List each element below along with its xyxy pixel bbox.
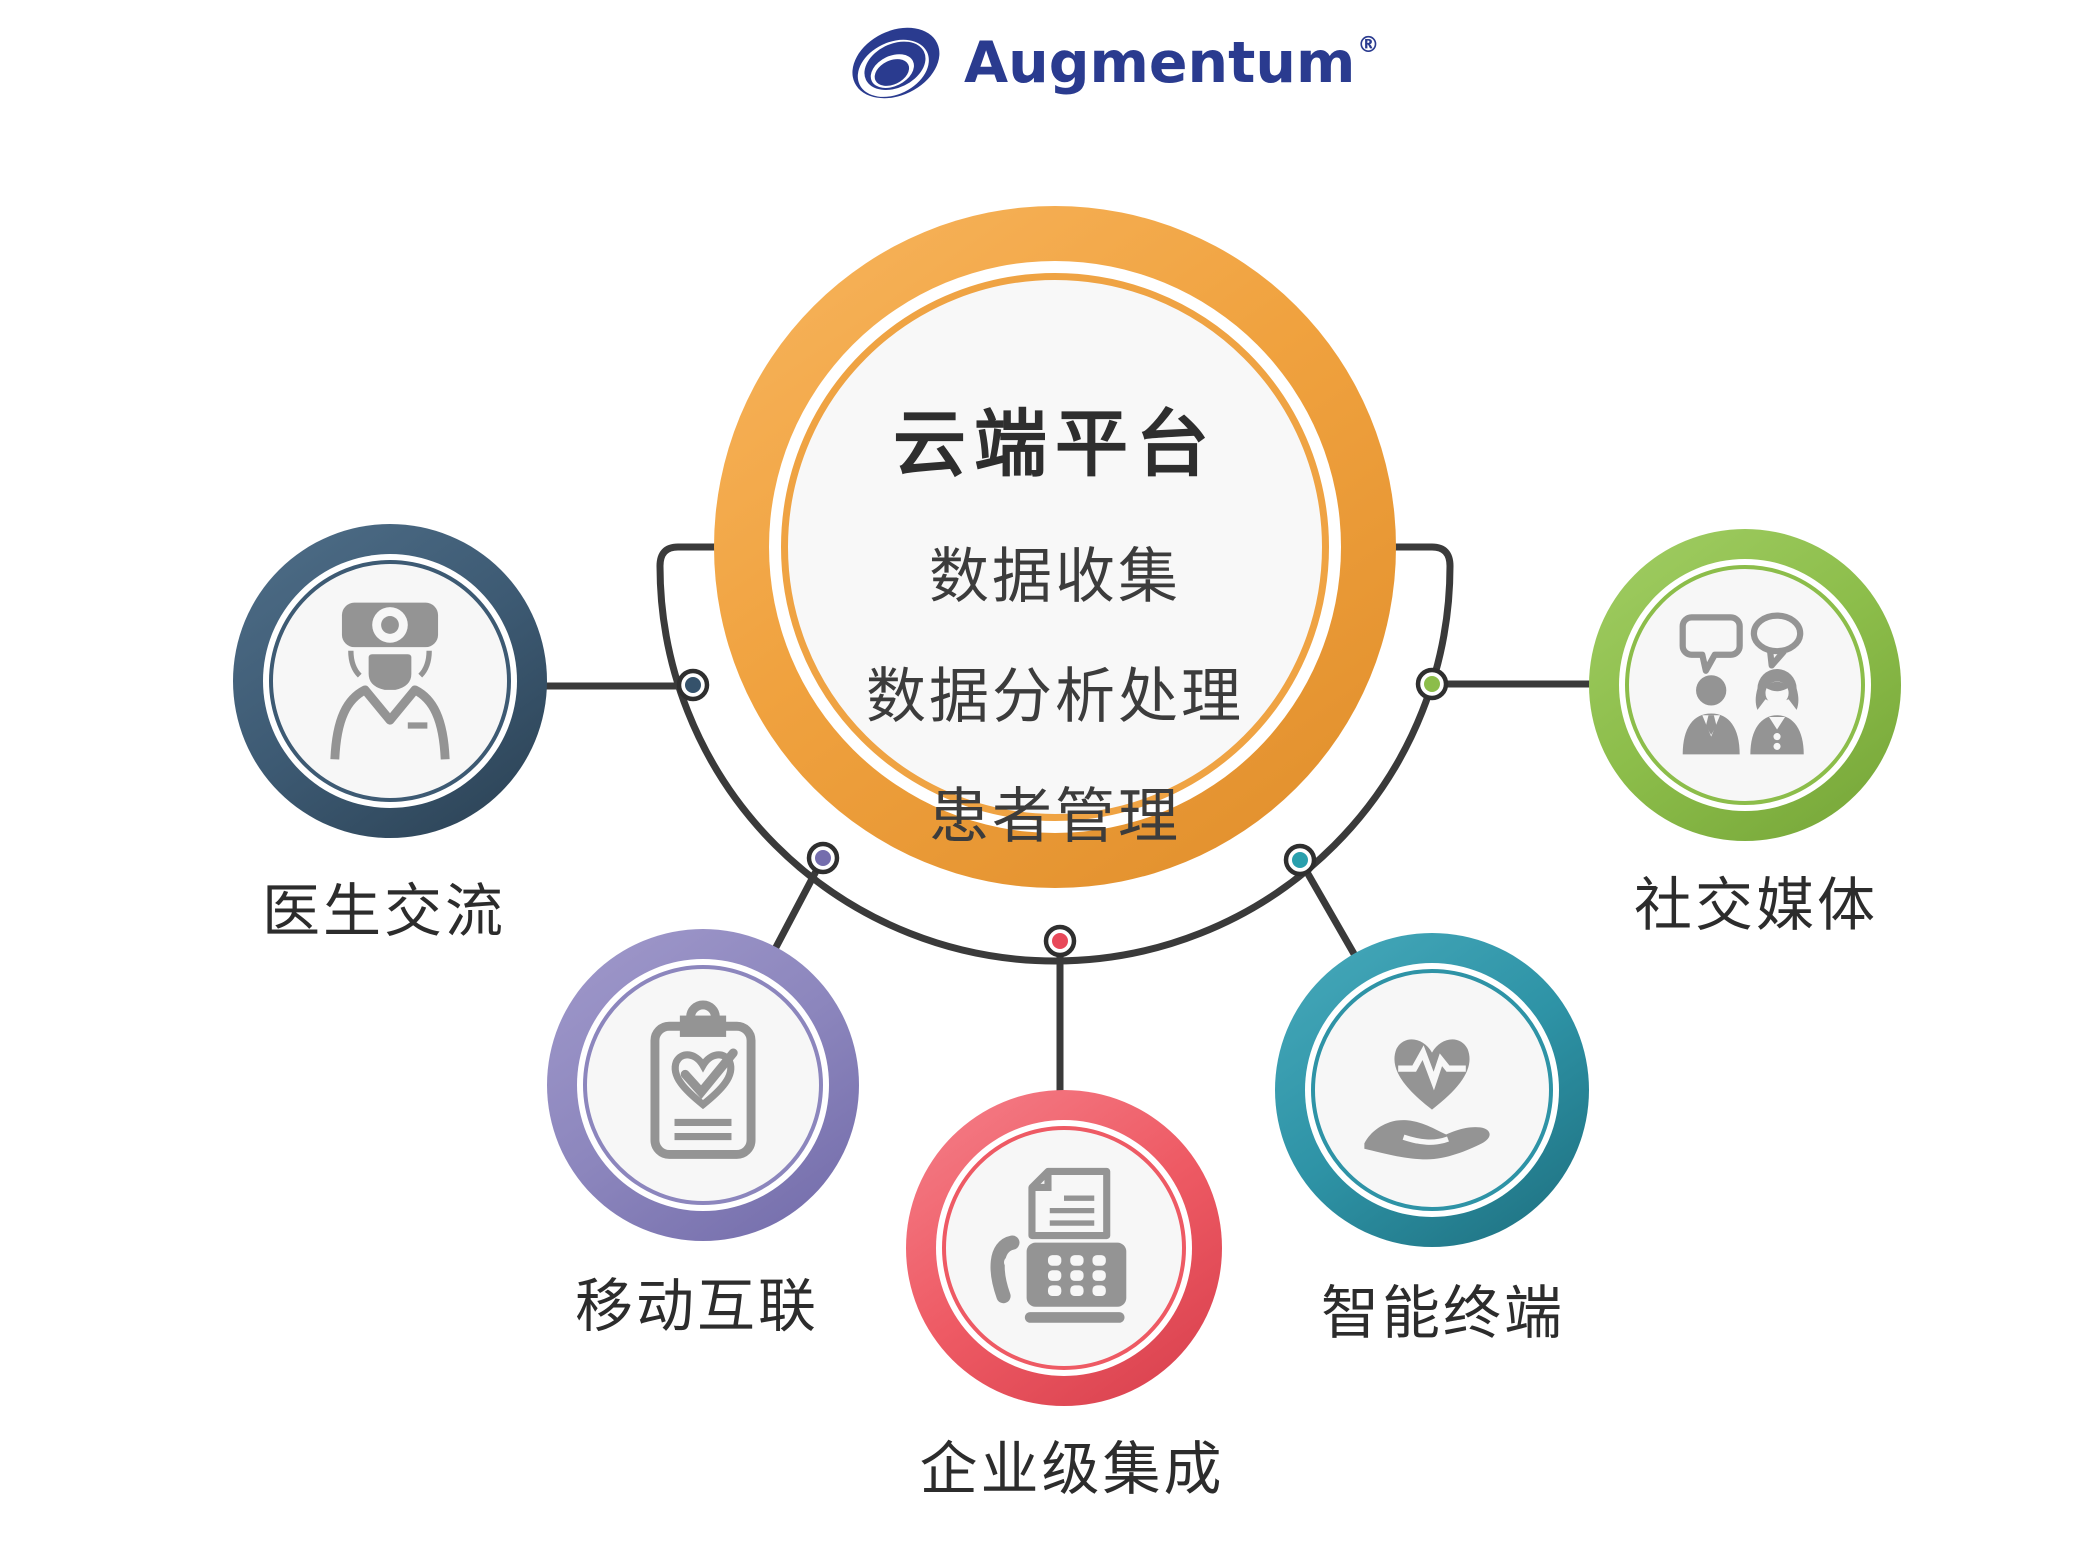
capability-patient-management: 患者管理 [929,782,1181,852]
platform-title: 云端平台 [893,402,1217,487]
logo: Augmentum ® [846,18,1379,108]
satellite-doctor-face [269,560,511,802]
satellite-enterprise-face [942,1126,1186,1370]
capability-data-analysis: 数据分析处理 [866,662,1244,732]
heart-ekg-hand-icon [1364,1039,1490,1160]
arc-node-cores [685,676,1440,949]
people-chat-icon [1679,612,1804,755]
label-mobile-internet: 移动互联 [574,1272,820,1340]
logo-wordmark: Augmentum [964,30,1356,96]
clipboard-heart-icon [650,1000,756,1159]
platform-capabilities: 数据收集 数据分析处理 患者管理 [866,517,1244,877]
label-doctor-communication: 医生交流 [261,877,507,945]
label-smart-terminal: 智能终端 [1320,1279,1566,1347]
satellite-mobile-face [583,965,823,1205]
satellite-social-face [1625,565,1865,805]
satellite-smart-terminal [1275,933,1589,1247]
satellite-doctor-communication [233,524,547,838]
doctor-icon [330,602,450,760]
satellite-arc [656,543,1454,965]
cloud-platform-circle: 云端平台 数据收集 数据分析处理 患者管理 [714,206,1396,888]
fax-machine-icon [990,1167,1127,1323]
label-social-media: 社交媒体 [1633,871,1879,939]
cloud-platform-face: 云端平台 数据收集 数据分析处理 患者管理 [781,273,1329,852]
satellite-mobile-internet [547,929,859,1241]
capability-data-collection: 数据收集 [929,542,1181,612]
satellite-enterprise-integration [906,1090,1222,1406]
swirl-shell-icon [852,27,940,99]
label-enterprise-integration: 企业级集成 [919,1435,1225,1503]
registered-trademark-symbol: ® [1357,32,1380,58]
satellite-smart-face [1311,969,1553,1211]
satellite-social-media [1589,529,1901,841]
